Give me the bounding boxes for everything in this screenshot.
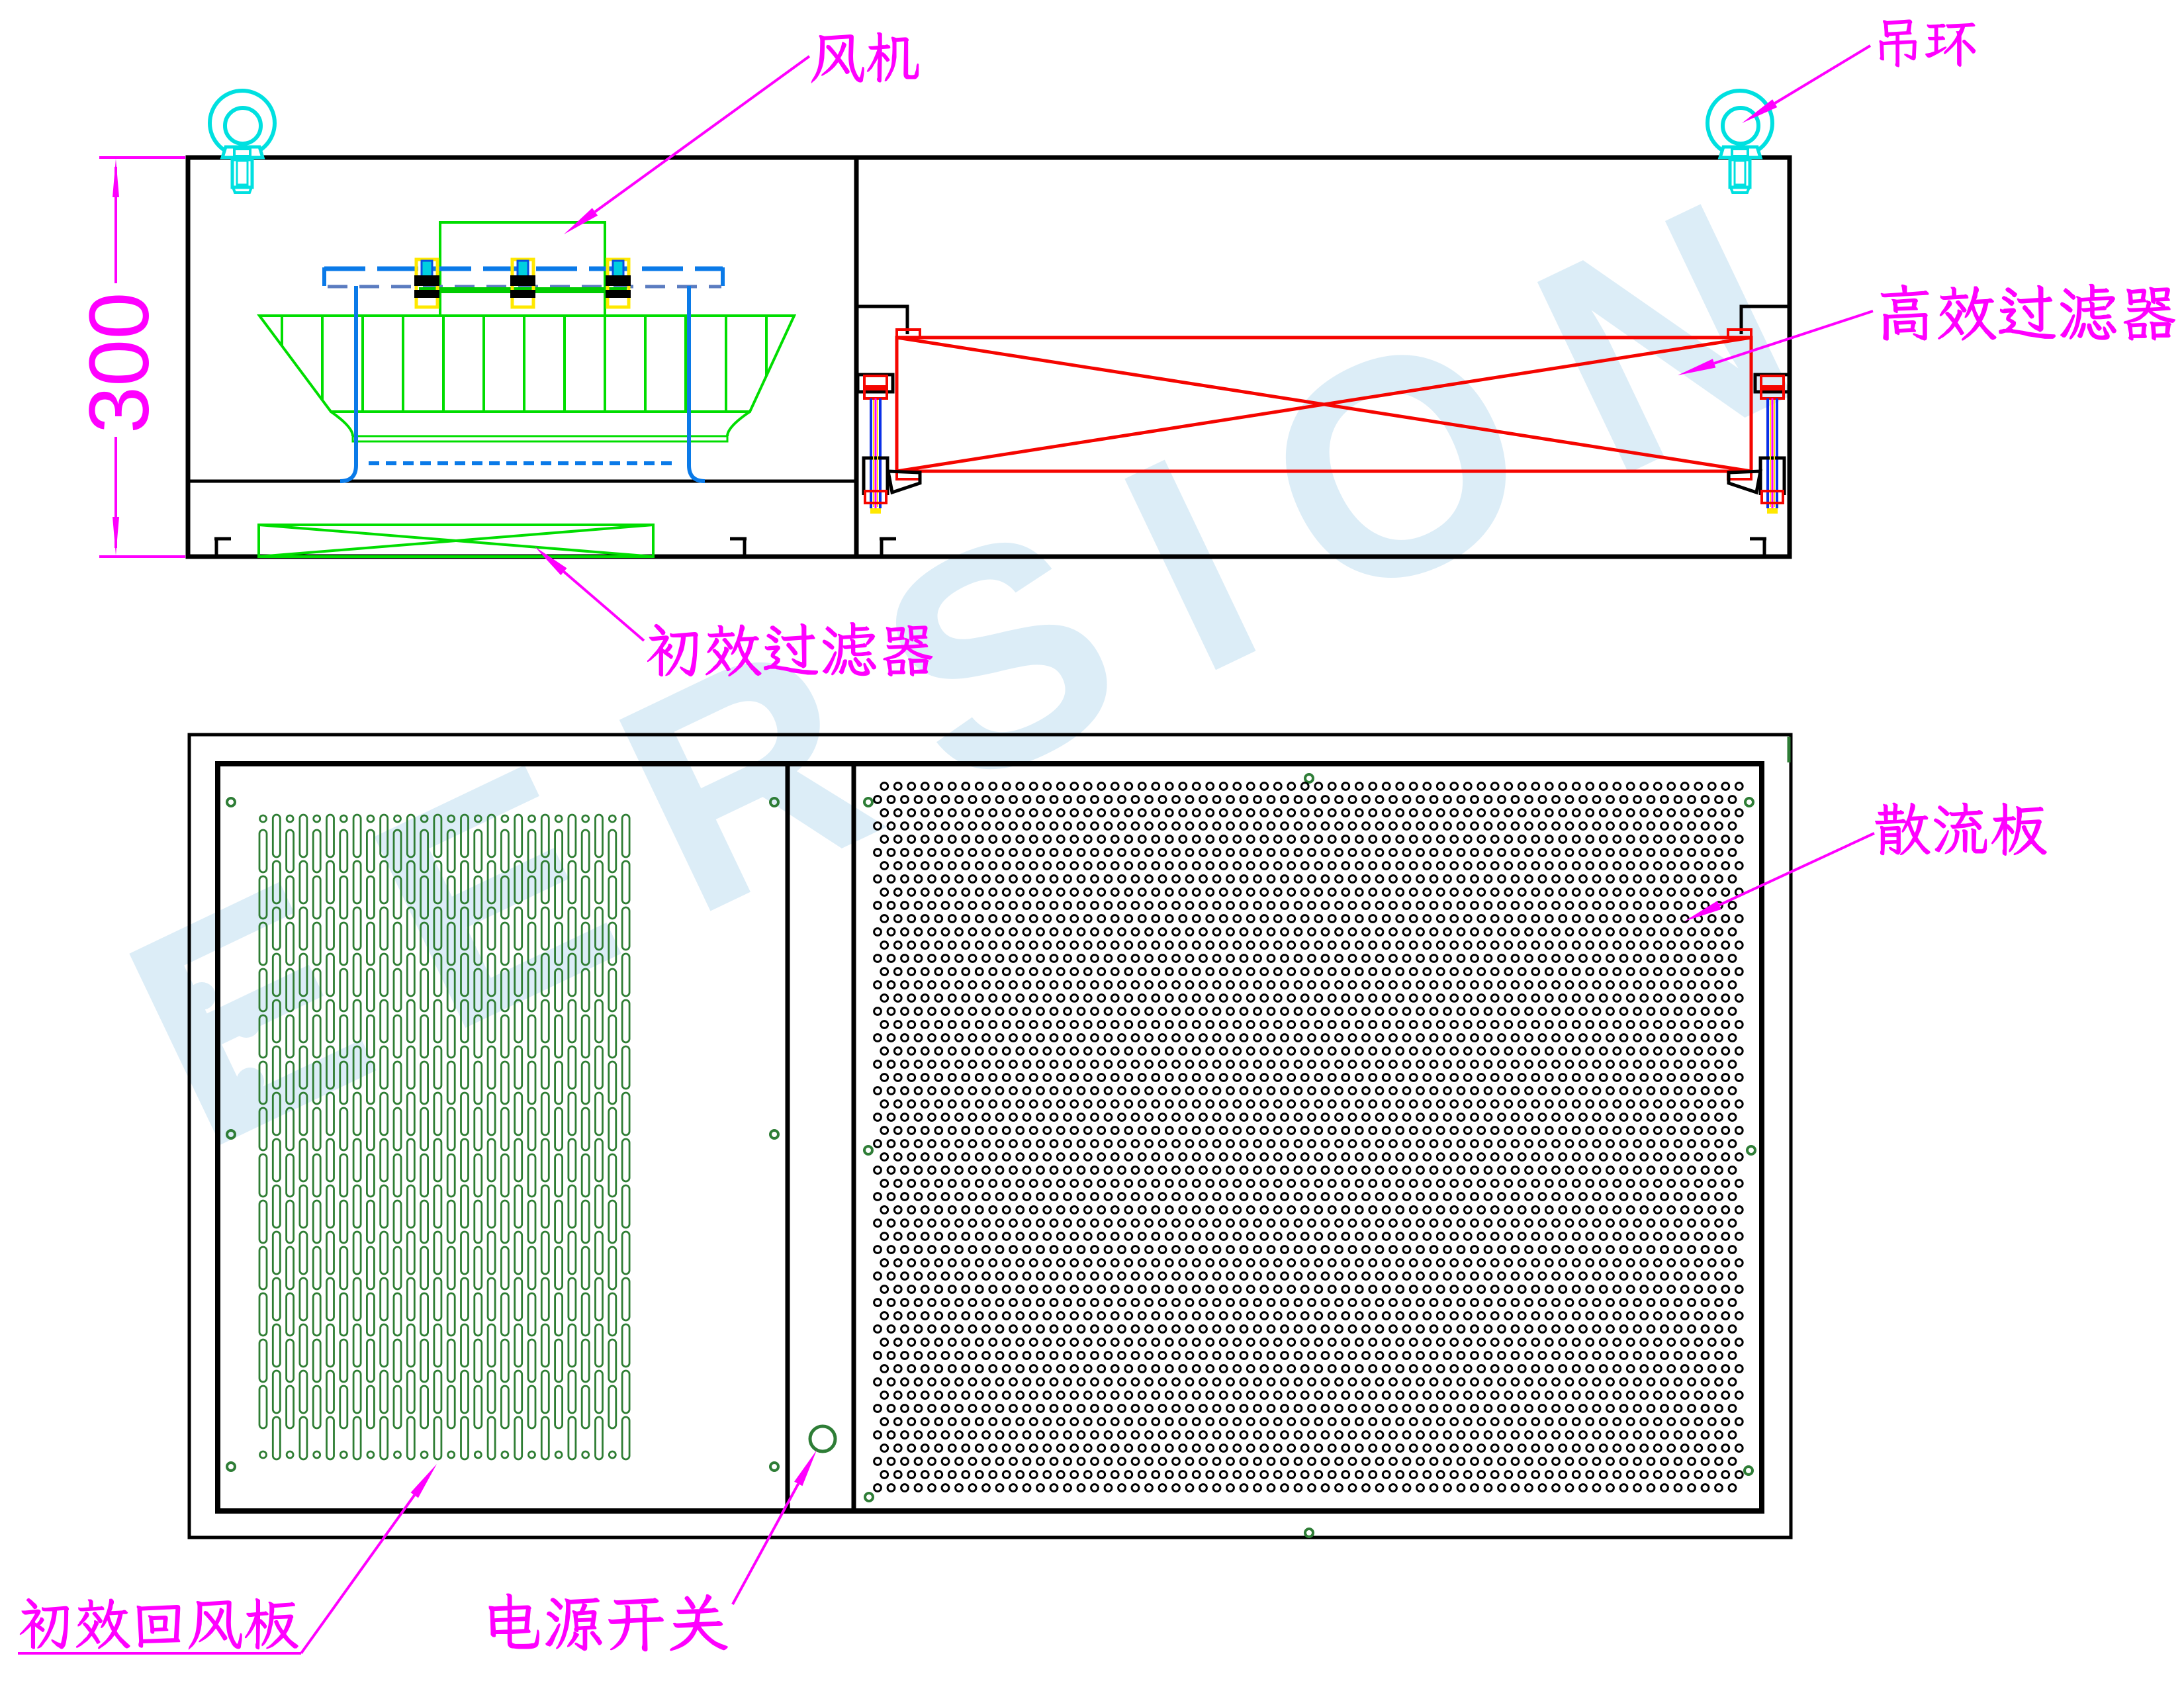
svg-text:300: 300 — [72, 292, 167, 434]
